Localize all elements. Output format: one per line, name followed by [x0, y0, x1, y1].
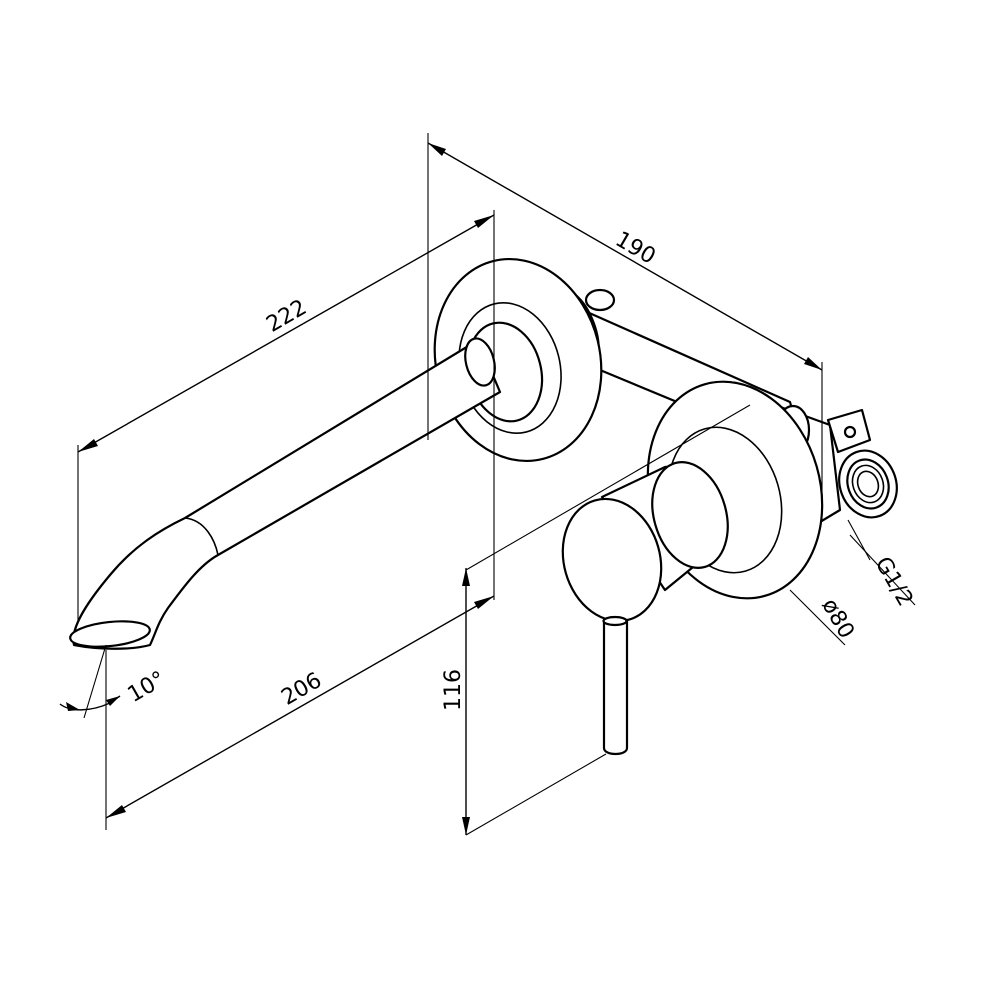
dimension-angle-label: 10°: [124, 667, 170, 708]
mixer-handle: [561, 461, 729, 756]
dimension-206-label: 206: [277, 668, 326, 711]
rosette-diameter-label: ø80: [816, 595, 858, 643]
dimension-116-label: 116: [441, 669, 466, 711]
thread-callout: G1/2: [847, 519, 918, 611]
dimension-206: 206: [105, 595, 495, 830]
dimension-222-label: 222: [262, 295, 311, 338]
dimension-116: 116: [441, 404, 751, 836]
thread-label: G1/2: [870, 553, 918, 611]
spout: [69, 337, 502, 650]
threaded-inlet: [826, 408, 898, 519]
rosette-diameter-callout: ø80: [789, 589, 859, 646]
dimension-190-label: 190: [611, 227, 660, 270]
dimension-angle-10: 10°: [59, 644, 170, 719]
